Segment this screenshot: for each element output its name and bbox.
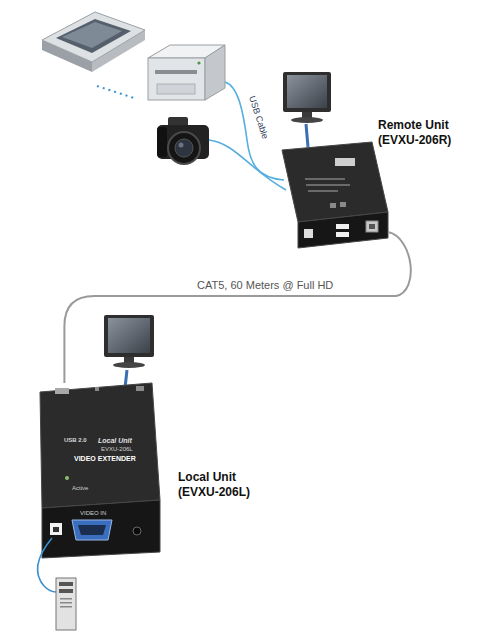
monitor-part bbox=[287, 75, 327, 108]
printer-part bbox=[205, 45, 225, 100]
pc-tower-part bbox=[60, 598, 72, 600]
pc-tower-part bbox=[60, 602, 72, 604]
scanner bbox=[42, 12, 145, 72]
remote-unit-device-part bbox=[369, 224, 375, 229]
printer-part bbox=[197, 61, 200, 64]
local-unit: Local Unit (EVXU-206L) bbox=[40, 383, 162, 558]
camera-part bbox=[157, 125, 209, 159]
pc-tower-part bbox=[59, 582, 73, 586]
local-unit-device-part bbox=[136, 386, 144, 391]
device-marking: Active bbox=[72, 484, 88, 492]
local-unit-device-part bbox=[65, 476, 69, 480]
monitor-part bbox=[283, 72, 331, 112]
dotted-link bbox=[97, 86, 134, 98]
printer bbox=[148, 45, 225, 100]
remote-unit-device-part bbox=[340, 202, 346, 207]
pc-tower-part bbox=[56, 578, 76, 630]
camera-part bbox=[168, 132, 200, 164]
cable-label: USB Cable bbox=[246, 95, 270, 141]
unit-title: Remote Unit (EVXU-206R) bbox=[378, 118, 474, 148]
camera-part bbox=[175, 139, 193, 157]
local-unit-device-part bbox=[95, 387, 99, 391]
monitor bbox=[283, 72, 331, 123]
remote-unit-device-part bbox=[308, 190, 338, 192]
monitor bbox=[104, 315, 154, 368]
unit-title: Local Unit (EVXU-206L) bbox=[178, 470, 274, 500]
network-cable bbox=[64, 232, 410, 383]
local-unit-device-part bbox=[42, 500, 160, 558]
remote-unit-device-part bbox=[336, 232, 349, 237]
local-unit-device-part bbox=[55, 388, 69, 394]
monitor-part bbox=[291, 117, 323, 123]
printer-part bbox=[148, 58, 205, 100]
camera-part bbox=[179, 143, 184, 148]
device-marking: USB 2.0 bbox=[64, 436, 87, 444]
remote-unit: Remote Unit (EVXU-206R) bbox=[282, 142, 388, 248]
local-unit-device-part bbox=[133, 527, 141, 535]
monitor-part bbox=[113, 362, 145, 368]
remote-unit-device-part bbox=[330, 203, 336, 208]
usb-cable bbox=[225, 82, 284, 180]
device-marking: Local Unit bbox=[98, 436, 132, 445]
camera bbox=[157, 117, 209, 164]
local-unit-device-part bbox=[50, 523, 62, 535]
scanner-part bbox=[42, 12, 145, 62]
remote-unit-device-part bbox=[305, 178, 345, 180]
pc-tower-part bbox=[59, 589, 73, 593]
device-marking: VIDEO IN bbox=[80, 509, 106, 517]
video-cable bbox=[306, 124, 308, 147]
remote-unit-device-part bbox=[366, 221, 378, 232]
remote-unit-device bbox=[282, 142, 388, 248]
monitor-part bbox=[104, 315, 154, 357]
local-unit-device-part bbox=[53, 527, 59, 532]
remote-unit-device-part bbox=[282, 142, 388, 222]
local-unit-device-part bbox=[78, 525, 106, 535]
local-unit-device-part bbox=[72, 520, 112, 540]
remote-unit-device-part bbox=[304, 229, 313, 238]
remote-unit-device-part bbox=[306, 184, 350, 186]
local-unit-device-part bbox=[40, 383, 160, 508]
usb-cable bbox=[209, 140, 286, 190]
scanner-part bbox=[56, 19, 131, 53]
remote-unit-device-part bbox=[336, 224, 349, 229]
monitor-part bbox=[108, 318, 150, 353]
camera-part bbox=[157, 127, 167, 157]
cable-label: CAT5, 60 Meters @ Full HD bbox=[194, 279, 336, 292]
usb-cable bbox=[38, 538, 56, 592]
pc-tower-part bbox=[60, 606, 72, 608]
scanner-part bbox=[62, 22, 122, 48]
device-marking: VIDEO EXTENDER bbox=[74, 454, 136, 463]
remote-unit-device-part bbox=[335, 158, 355, 166]
printer-part bbox=[155, 70, 197, 74]
local-unit-device bbox=[40, 383, 160, 558]
device-marking: EVXU-206L bbox=[101, 445, 133, 453]
remote-unit-device-part bbox=[298, 212, 388, 248]
printer-part bbox=[157, 84, 195, 94]
pc-tower bbox=[56, 578, 76, 630]
